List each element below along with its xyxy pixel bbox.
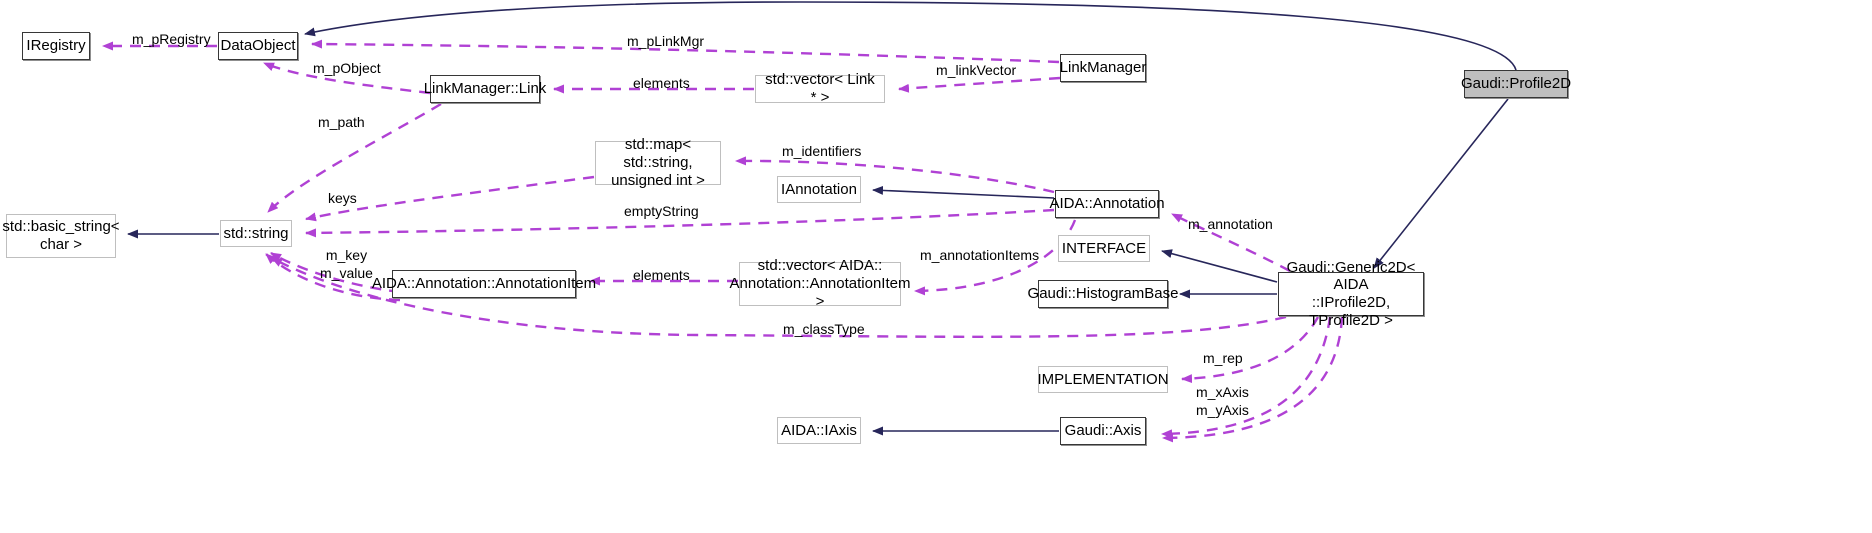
node-gaudi-profile2d[interactable]: Gaudi::Profile2D xyxy=(1461,70,1571,98)
edge-usage-m_yAxis xyxy=(1162,316,1344,443)
edge-label-elements-annotation: elements xyxy=(633,267,690,283)
edge-inherit-profile2d-dataobject xyxy=(304,1,1517,71)
edge-inherit-generic2d-interface xyxy=(1161,249,1278,283)
node-vector-annotation-item[interactable]: std::vector< AIDA:: Annotation::Annotati… xyxy=(729,257,911,310)
edge-label-m-pregistry: m_pRegistry xyxy=(132,31,211,47)
edge-label-m-plinkmgr: m_pLinkMgr xyxy=(627,33,705,49)
edge-label-keys: keys xyxy=(328,190,357,206)
node-gaudi-axis[interactable]: Gaudi::Axis xyxy=(1060,417,1146,445)
edge-label-elements-link: elements xyxy=(633,75,690,91)
node-std-string[interactable]: std::string xyxy=(220,220,292,247)
node-gaudi-generic2d[interactable]: Gaudi::Generic2D< AIDA ::IProfile2D, TPr… xyxy=(1278,259,1424,329)
node-iregistry[interactable]: IRegistry xyxy=(22,32,90,60)
edge-label-m-annotationitems: m_annotationItems xyxy=(920,247,1040,263)
node-vector-link-ptr[interactable]: std::vector< Link * > xyxy=(755,71,885,106)
edge-label-m-classtype: m_classType xyxy=(783,321,865,337)
node-basic-string-char[interactable]: std::basic_string< char > xyxy=(2,214,120,258)
edge-label-m-linkvector: m_linkVector xyxy=(936,62,1017,78)
node-interface[interactable]: INTERFACE xyxy=(1058,235,1150,262)
edge-label-m-pobject: m_pObject xyxy=(313,60,381,76)
edge-label-m-rep: m_rep xyxy=(1203,350,1243,366)
node-linkmanager-link[interactable]: LinkManager::Link xyxy=(424,75,546,103)
node-aida-annotation[interactable]: AIDA::Annotation xyxy=(1049,190,1165,218)
edge-label-m-annotation: m_annotation xyxy=(1188,216,1273,232)
edge-label-m-xaxis-m-yaxis: m_xAxis m_yAxis xyxy=(1196,384,1249,418)
edge-label-m-path: m_path xyxy=(318,114,365,130)
edge-inherit-annotation-iannotation xyxy=(872,185,1055,199)
node-map-string-uint[interactable]: std::map< std::string, unsigned int > xyxy=(595,136,721,189)
edge-label-m-identifiers: m_identifiers xyxy=(782,143,862,159)
node-annotation-item[interactable]: AIDA::Annotation::AnnotationItem xyxy=(372,270,596,298)
edge-label-m-key-m-value: m_key m_value xyxy=(320,247,373,281)
edge-usage-m_linkVector xyxy=(898,76,1061,93)
edge-label-emptystring: emptyString xyxy=(624,203,699,219)
node-dataobject[interactable]: DataObject xyxy=(218,32,298,60)
node-linkmanager[interactable]: LinkManager xyxy=(1060,54,1146,82)
node-implementation[interactable]: IMPLEMENTATION xyxy=(1037,366,1169,393)
edge-inherit-profile2d-generic2d xyxy=(1373,98,1509,269)
node-aida-iaxis[interactable]: AIDA::IAxis xyxy=(777,417,861,444)
node-iannotation[interactable]: IAnnotation xyxy=(777,176,861,203)
node-gaudi-histogrambase[interactable]: Gaudi::HistogramBase xyxy=(1028,280,1178,308)
